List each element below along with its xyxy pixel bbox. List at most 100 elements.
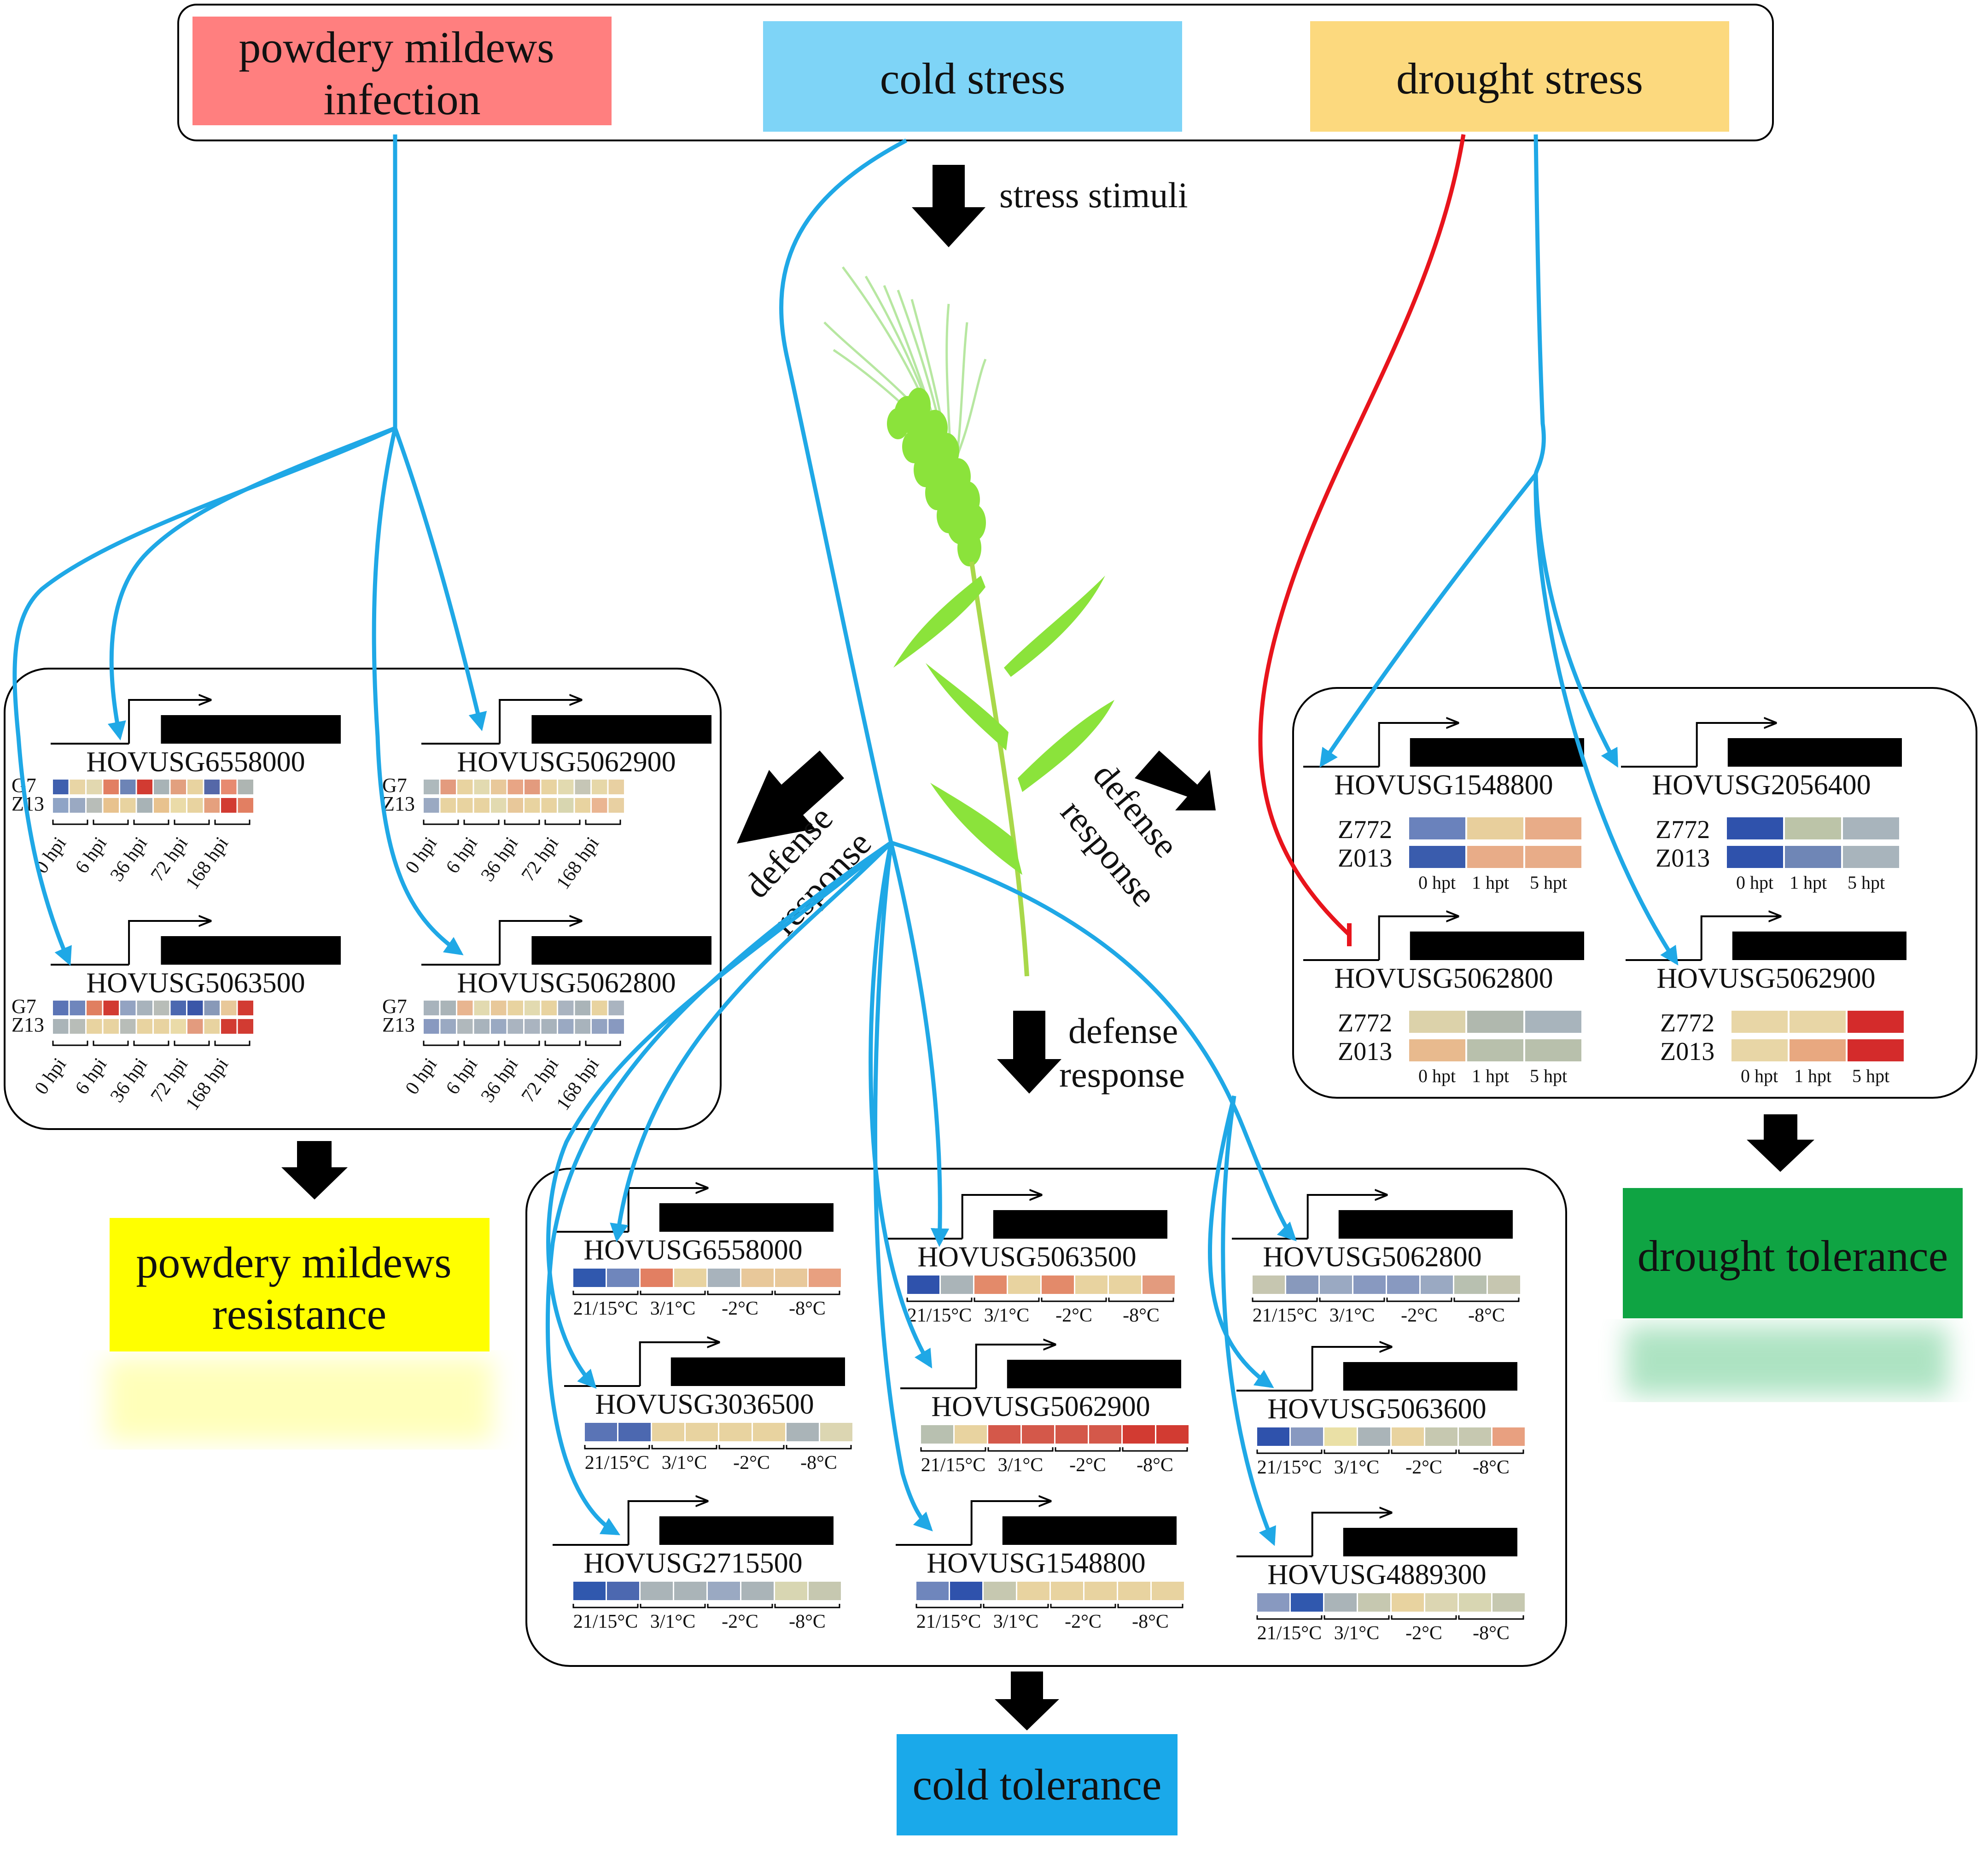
tick-label: -2°C <box>1401 1305 1438 1326</box>
tick-label: -2°C <box>1065 1611 1102 1632</box>
tick-bracket <box>1055 1447 1121 1452</box>
tick-label: 0 hpt <box>1418 872 1456 893</box>
heatmap-cell <box>103 798 119 813</box>
heatmap-cell <box>1286 1275 1318 1294</box>
tick-bracket <box>1386 1298 1452 1302</box>
defense-arrow-left <box>737 751 844 844</box>
row-label: G7 <box>382 774 407 797</box>
heatmap-cell <box>221 780 237 794</box>
tick-bracket <box>786 1445 852 1450</box>
gene-name: HOVUSG2715500 <box>583 1548 802 1579</box>
heatmap-cell <box>221 798 237 813</box>
heatmap-cell <box>120 1019 136 1034</box>
heatmap-cell <box>424 1019 439 1034</box>
tick-bracket <box>1391 1615 1457 1620</box>
heatmap-cell <box>974 1275 1007 1294</box>
tick-bracket <box>707 1604 773 1608</box>
heatmap-cell <box>154 1001 169 1015</box>
heatmap-cell <box>941 1275 973 1294</box>
tick-label: 21/15°C <box>585 1452 649 1473</box>
tick-bracket <box>52 1041 88 1046</box>
defense-label-down-1: defense <box>1068 1011 1178 1051</box>
heatmap-cell <box>585 1423 617 1441</box>
gene-name: HOVUSG5062900 <box>931 1391 1150 1422</box>
heatmap-cell <box>541 1019 557 1034</box>
promoter-arrow <box>627 1501 707 1545</box>
promoter-arrow <box>1696 723 1776 767</box>
tick-bracket <box>1453 1298 1520 1302</box>
tick-bracket <box>423 1041 459 1046</box>
gene-name: HOVUSG5062900 <box>457 746 676 778</box>
heatmap-cell <box>1253 1275 1285 1294</box>
tick-bracket <box>463 820 500 825</box>
heatmap-cell <box>440 1001 456 1015</box>
heatmap-cell <box>719 1423 752 1441</box>
tick-bracket <box>52 820 88 825</box>
tick-bracket <box>174 1041 210 1046</box>
tick-bracket <box>774 1604 840 1608</box>
tick-label: -2°C <box>722 1298 758 1319</box>
heatmap-cell <box>221 1019 237 1034</box>
heatmap-cell <box>575 1001 590 1015</box>
heatmap-cell <box>1467 817 1523 839</box>
heatmap-cell <box>1459 1593 1491 1612</box>
heatmap-cell <box>652 1423 684 1441</box>
tick-label: 5 hpt <box>1848 872 1885 893</box>
signal-connectors <box>12 134 1679 1546</box>
heatmap-cell <box>238 798 253 813</box>
gene-name: HOVUSG6558000 <box>86 746 305 778</box>
heatmap-cell <box>674 1269 706 1287</box>
tick-label: 3/1°C <box>1334 1457 1379 1478</box>
promoter-arrow <box>1306 1195 1387 1239</box>
heatmap-cell <box>1324 1593 1357 1612</box>
heatmap-cell <box>641 1269 673 1287</box>
tick-bracket <box>585 1041 621 1046</box>
tick-label: 3/1°C <box>650 1611 695 1632</box>
heatmap-cell <box>507 1001 523 1015</box>
heatmap-cell <box>491 1019 507 1034</box>
row-label: Z013 <box>1660 1037 1714 1066</box>
tick-label: 0 hpi <box>402 1054 442 1098</box>
heatmap-cell <box>1358 1593 1390 1612</box>
heatmap-cell <box>1324 1427 1357 1446</box>
heatmap-cell <box>1459 1427 1491 1446</box>
heatmap-cell <box>187 1001 203 1015</box>
tick-bracket <box>572 1291 639 1295</box>
heatmap-cell <box>491 1001 507 1015</box>
heatmap-cell <box>575 780 590 794</box>
heatmap-cell <box>170 1019 186 1034</box>
tick-label: 3/1°C <box>650 1298 695 1319</box>
heatmap-cell <box>741 1269 774 1287</box>
tick-label: 21/15°C <box>921 1455 985 1476</box>
heatmap-cell <box>70 798 85 813</box>
heatmap-cell <box>1320 1275 1352 1294</box>
heatmap-cell <box>1118 1582 1150 1600</box>
heatmap-cell <box>1075 1275 1108 1294</box>
heatmap-cell <box>238 1019 253 1034</box>
tick-label: 21/15°C <box>1257 1623 1322 1644</box>
heatmap-cell <box>1421 1275 1453 1294</box>
heatmap-cell <box>53 780 69 794</box>
heatmap-cell <box>558 780 574 794</box>
promoter-arrow <box>975 1345 1055 1388</box>
row-label: Z13 <box>382 792 415 815</box>
heatmap-cell <box>474 780 490 794</box>
heatmap-cell <box>1409 846 1465 868</box>
tick-label: -8°C <box>1468 1305 1505 1326</box>
heatmap-cell <box>1843 817 1899 839</box>
tick-bracket <box>1122 1447 1188 1452</box>
heatmap-cell <box>154 798 169 813</box>
cold-tolerance-label: cold tolerance <box>912 1760 1161 1809</box>
tick-label: 36 hpi <box>106 833 152 885</box>
tick-label: -8°C <box>1473 1623 1510 1644</box>
heatmap-cell <box>608 780 624 794</box>
tick-bracket <box>1256 1450 1323 1454</box>
gene-name: HOVUSG4889300 <box>1267 1559 1486 1590</box>
powdery-mildew-box <box>192 17 612 125</box>
